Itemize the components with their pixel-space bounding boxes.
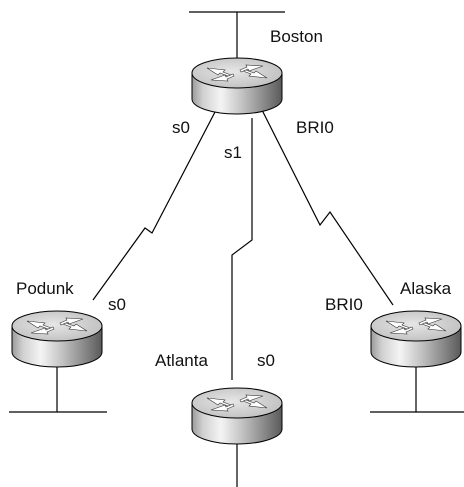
interface-label-boston-s0: s0 xyxy=(172,118,190,137)
router-name-boston: Boston xyxy=(270,27,323,46)
serial-link-boston-podunk xyxy=(92,111,216,301)
interface-label-alaska-bri0: BRI0 xyxy=(325,295,363,314)
isdn-link-boston-alaska xyxy=(261,109,394,306)
interface-label-podunk-s0: s0 xyxy=(108,295,126,314)
router-boston xyxy=(191,57,283,115)
wan-links xyxy=(92,109,394,380)
serial-link-boston-atlanta xyxy=(231,118,253,380)
router-name-podunk: Podunk xyxy=(16,279,74,298)
interface-label-boston-bri0: BRI0 xyxy=(296,118,334,137)
router-atlanta xyxy=(191,387,283,445)
interface-label-boston-s1: s1 xyxy=(224,143,242,162)
interface-label-atlanta-s0: s0 xyxy=(257,351,275,370)
router-alaska xyxy=(370,310,462,368)
router-name-alaska: Alaska xyxy=(400,279,452,298)
router-podunk xyxy=(11,310,103,368)
router-name-atlanta: Atlanta xyxy=(155,351,208,370)
